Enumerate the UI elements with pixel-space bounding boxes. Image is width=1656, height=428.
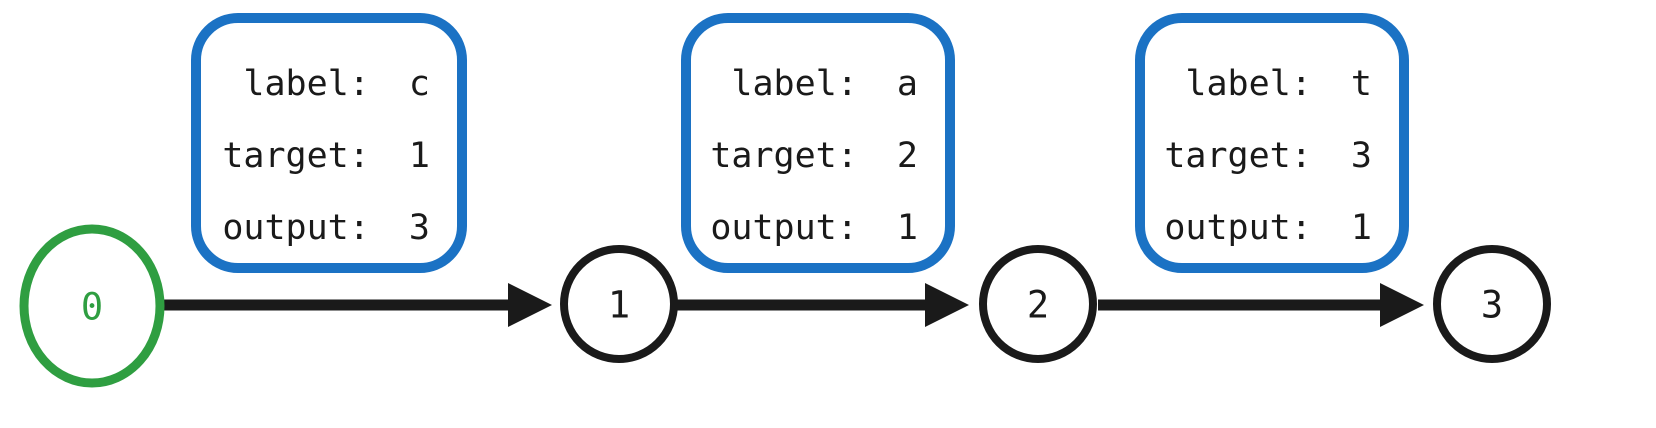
- annotation-2-row-1: target: 2: [710, 136, 918, 176]
- arrowhead-icon: [925, 283, 969, 327]
- node-1-shape: [560, 245, 678, 363]
- arrowhead-icon: [1380, 283, 1424, 327]
- annotation-1-row-2-value: 3: [409, 208, 430, 248]
- annotation-1-row-1-key: target:: [222, 136, 370, 176]
- annotation-3-row-1-key: target:: [1164, 136, 1312, 176]
- annotation-3-row-2: output: 1: [1164, 208, 1372, 248]
- node-0[interactable]: 0: [19, 224, 165, 388]
- node-3-label: 3: [1481, 284, 1503, 327]
- annotation-2-row-0: label: a: [731, 64, 918, 104]
- annotation-3-row-2-value: 1: [1351, 208, 1372, 248]
- annotation-2-box: [681, 13, 955, 273]
- annotation-3-box: [1135, 13, 1409, 273]
- node-3-shape: [1433, 245, 1551, 363]
- annotation-3-row-1: target: 3: [1164, 136, 1372, 176]
- annotation-3[interactable]: label: t target: 3 output: 1: [1135, 13, 1409, 273]
- annotation-1-row-2-key: output:: [222, 208, 370, 248]
- annotation-1-row-0-value: c: [409, 64, 430, 104]
- node-1[interactable]: 1: [560, 245, 678, 363]
- edge-2-to-3[interactable]: [1098, 283, 1424, 327]
- annotation-2-row-0-value: a: [897, 64, 918, 104]
- node-2[interactable]: 2: [979, 245, 1097, 363]
- node-group: 0 1 2 3: [19, 224, 1551, 388]
- node-2-shape: [979, 245, 1097, 363]
- edge-0-to-1[interactable]: [163, 283, 552, 327]
- annotation-group: label: c target: 1 output: 3 label: a: [191, 13, 1409, 273]
- edge-1-to-2[interactable]: [675, 283, 969, 327]
- annotation-1-box: [191, 13, 467, 273]
- annotation-3-row-0-value: t: [1351, 64, 1372, 104]
- annotation-1-row-1-value: 1: [409, 136, 430, 176]
- annotation-2[interactable]: label: a target: 2 output: 1: [681, 13, 955, 273]
- node-0-label: 0: [81, 286, 103, 329]
- arrowhead-icon: [508, 283, 552, 327]
- annotation-2-row-2-key: output:: [710, 208, 858, 248]
- node-1-label: 1: [608, 284, 630, 327]
- node-0-shape: [19, 224, 165, 388]
- annotation-1-row-2: output: 3: [222, 208, 430, 248]
- annotation-1[interactable]: label: c target: 1 output: 3: [191, 13, 467, 273]
- annotation-3-row-0: label: t: [1185, 64, 1372, 104]
- annotation-3-row-2-key: output:: [1164, 208, 1312, 248]
- annotation-1-row-0-key: label:: [243, 64, 369, 104]
- annotation-3-row-1-value: 3: [1351, 136, 1372, 176]
- edge-group: [163, 283, 1424, 327]
- annotation-1-row-0: label: c: [243, 64, 430, 104]
- annotation-2-row-2-value: 1: [897, 208, 918, 248]
- node-3[interactable]: 3: [1433, 245, 1551, 363]
- annotation-2-row-2: output: 1: [710, 208, 918, 248]
- annotation-1-row-1: target: 1: [222, 136, 430, 176]
- annotation-3-row-0-key: label:: [1185, 64, 1311, 104]
- node-2-label: 2: [1027, 284, 1049, 327]
- annotation-2-row-1-key: target:: [710, 136, 858, 176]
- annotation-2-row-1-value: 2: [897, 136, 918, 176]
- annotation-2-row-0-key: label:: [731, 64, 857, 104]
